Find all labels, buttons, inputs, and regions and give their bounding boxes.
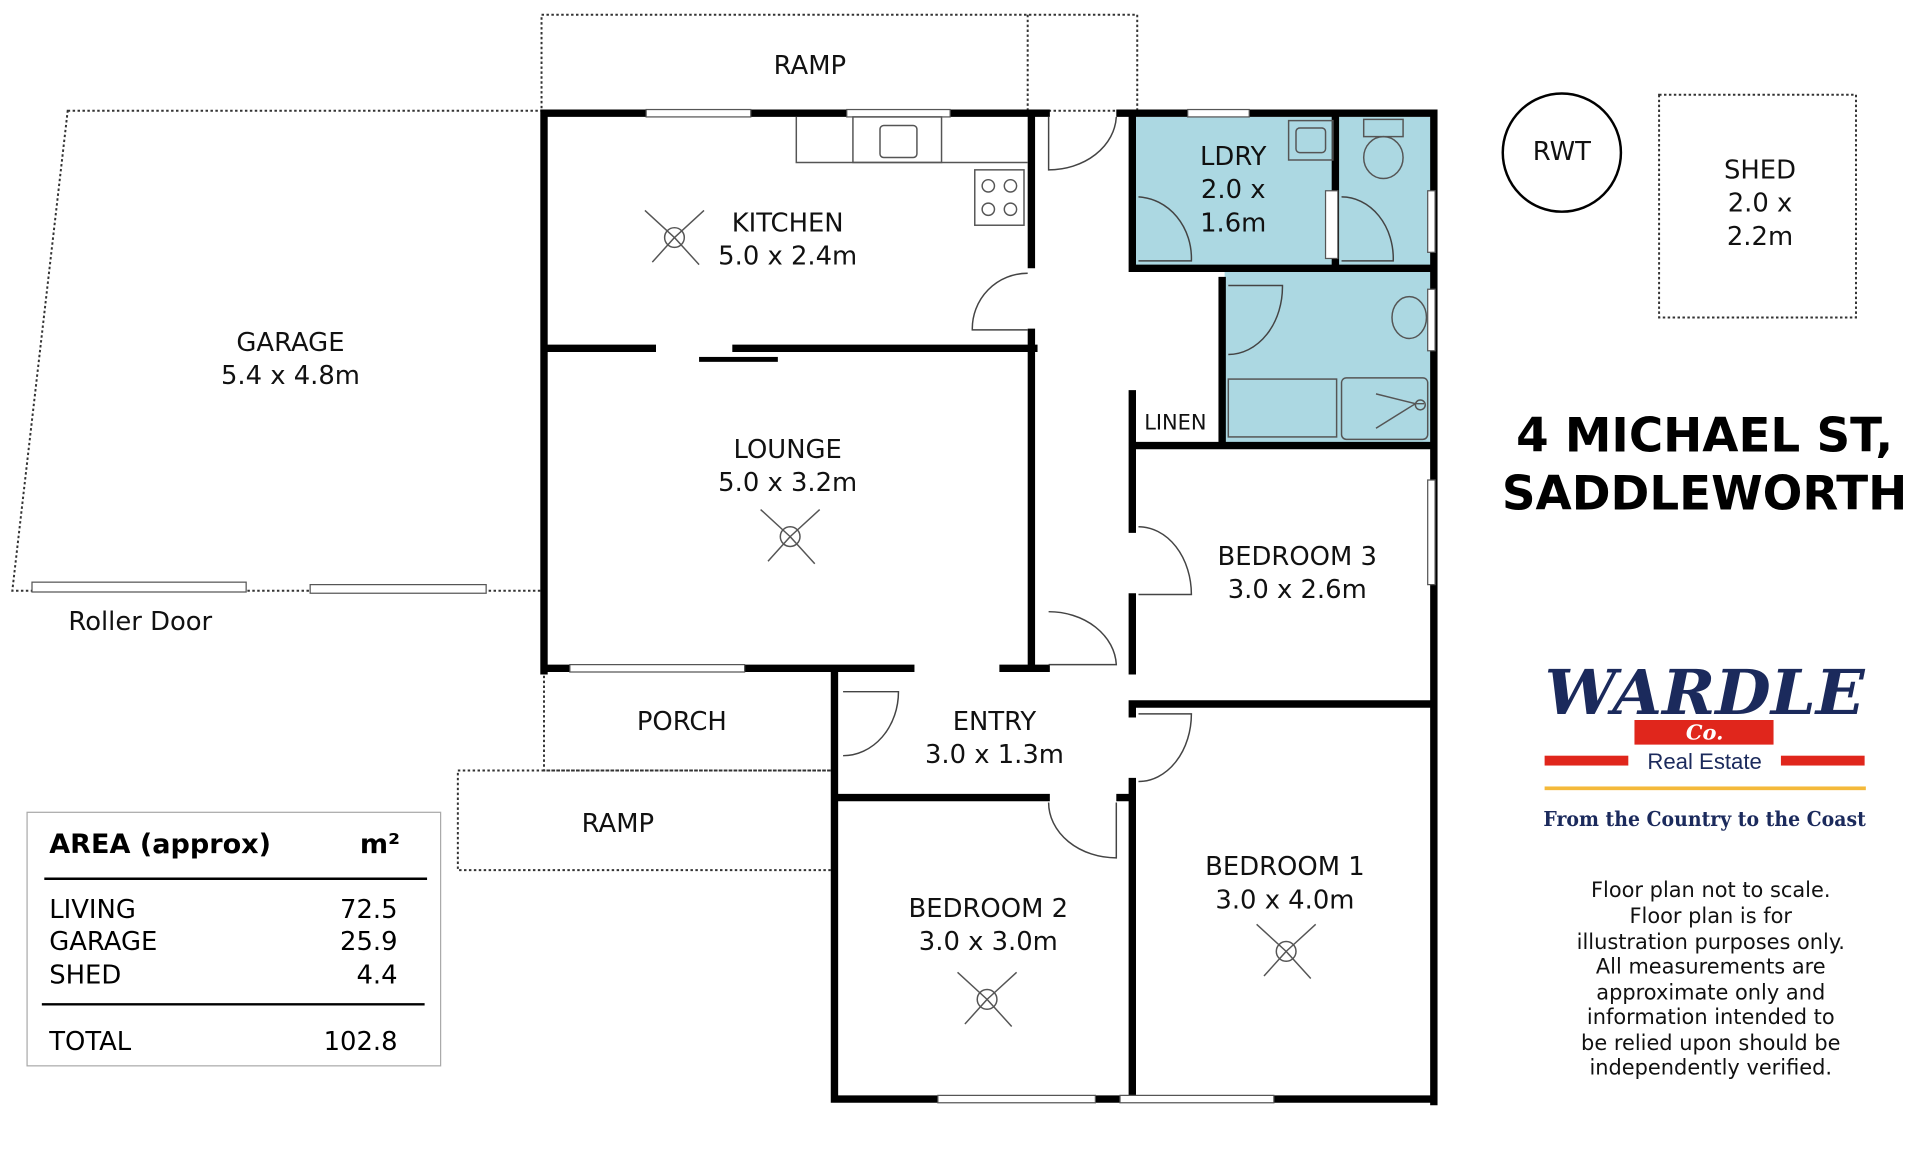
bedroom2-label: BEDROOM 2 (909, 894, 1068, 924)
bedroom2-size: 3.0 x 3.0m (919, 927, 1058, 957)
shed-label: SHED (1724, 155, 1796, 185)
laundry-size-1: 2.0 x (1201, 175, 1266, 205)
logo-sub: Real Estate (1647, 749, 1761, 774)
rainwater-tank (1501, 92, 1623, 213)
garage-outline (11, 109, 543, 592)
roller-door (31, 581, 247, 593)
laundry-size-2: 1.6m (1200, 208, 1266, 238)
logo-brand: WARDLE (1545, 656, 1866, 729)
ceiling-fan-icons (644, 209, 1317, 1027)
area-row-value: 25.9 (340, 927, 398, 957)
disclaimer-line: independently verified. (1589, 1055, 1832, 1079)
ramp-top-label: RAMP (774, 51, 846, 81)
disclaimer-line: All measurements are (1596, 955, 1826, 979)
windows (569, 108, 1436, 1104)
wardle-logo: WARDLE Co. Real Estate From the Country … (1543, 656, 1866, 831)
area-unit: m² (360, 829, 400, 860)
area-row-label: GARAGE (49, 927, 157, 957)
area-total-label: TOTAL (48, 1027, 132, 1057)
disclaimer: Floor plan not to scale. Floor plan is f… (1577, 878, 1845, 1079)
kitchen-label: KITCHEN (732, 208, 844, 238)
shed-outline (1658, 93, 1857, 319)
area-header: AREA (approx) (49, 829, 271, 860)
entry-size: 3.0 x 1.3m (925, 740, 1064, 770)
logo-co: Co. (1686, 720, 1724, 745)
laundry-label: LDRY (1200, 142, 1267, 172)
rwt-label: RWT (1533, 137, 1591, 167)
linen-label: LINEN (1144, 411, 1206, 435)
ramp-bottom-label: RAMP (582, 809, 654, 839)
kitchen-size: 5.0 x 2.4m (718, 242, 857, 272)
entry-label: ENTRY (953, 707, 1037, 737)
garage-size: 5.4 x 4.8m (221, 361, 360, 391)
bedroom3-size: 3.0 x 2.6m (1228, 575, 1367, 605)
laundry-fill (1134, 116, 1433, 268)
area-total-value: 102.8 (324, 1027, 398, 1057)
lounge-size: 5.0 x 3.2m (718, 468, 857, 498)
bedroom3-label: BEDROOM 3 (1217, 542, 1376, 572)
area-row-label: LIVING (49, 895, 136, 925)
logo-tagline: From the Country to the Coast (1543, 806, 1866, 831)
ramp-bottom-outline (456, 769, 835, 872)
area-row-value: 72.5 (340, 895, 398, 925)
roller-door-label: Roller Door (68, 607, 212, 637)
address-line-1: 4 MICHAEL ST, (1516, 410, 1893, 464)
doors (843, 116, 1394, 859)
bathroom-fill (1224, 270, 1432, 444)
disclaimer-line: information intended to (1587, 1005, 1835, 1029)
fixtures (795, 116, 1429, 441)
lounge-label: LOUNGE (734, 435, 842, 465)
shed-size-1: 2.0 x (1728, 189, 1793, 219)
shed-size-2: 2.2m (1727, 222, 1793, 252)
disclaimer-line: illustration purposes only. (1577, 930, 1845, 954)
area-table: AREA (approx) m² LIVING 72.5 GARAGE 25.9… (26, 811, 442, 1067)
garage-label: GARAGE (236, 328, 344, 358)
bedroom1-size: 3.0 x 4.0m (1215, 885, 1354, 915)
disclaimer-line: Floor plan is for (1629, 904, 1792, 928)
bedroom1-label: BEDROOM 1 (1205, 852, 1364, 882)
disclaimer-line: Floor plan not to scale. (1591, 878, 1830, 902)
area-row-label: SHED (49, 960, 121, 990)
area-row-value: 4.4 (356, 960, 397, 990)
disclaimer-line: be relied upon should be (1581, 1031, 1840, 1055)
disclaimer-line: approximate only and (1596, 980, 1825, 1004)
roller-door-2 (309, 584, 487, 594)
address-line-2: SADDLEWORTH (1502, 468, 1907, 522)
porch-label: PORCH (637, 707, 727, 737)
